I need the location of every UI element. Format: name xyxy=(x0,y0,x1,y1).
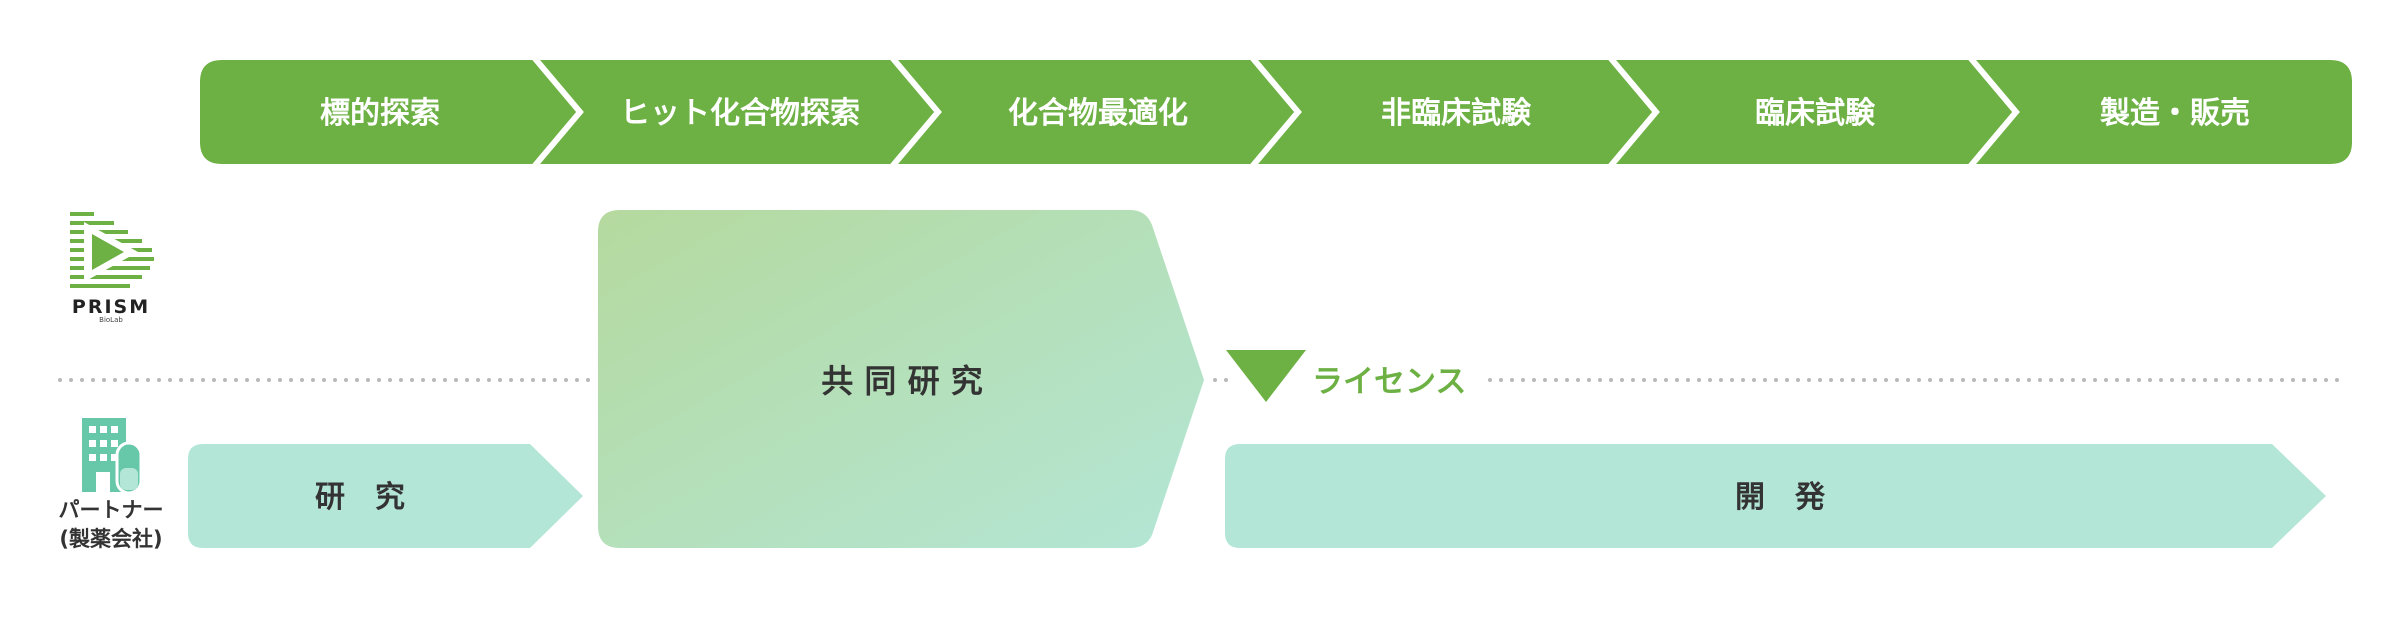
partner-building-icon xyxy=(82,418,143,495)
stage-label-clinical: 臨床試験 xyxy=(1755,96,1876,131)
development-label: 開 発 xyxy=(1735,480,1826,515)
stage-separator xyxy=(529,53,584,171)
license-label: ライセンス xyxy=(1312,364,1466,400)
stage-label-nonclinical: 非臨床試験 xyxy=(1381,96,1532,131)
partner-label-line2: (製薬会社) xyxy=(59,527,162,551)
stage-label-hit-search: ヒット化合物探索 xyxy=(620,96,860,131)
development-flow: 開 発 xyxy=(1225,444,2326,548)
prism-logo: PRISM BioLab xyxy=(70,212,154,324)
joint-research-flow: 共 同 研 究 xyxy=(598,210,1204,548)
stage-label-optimization: 化合物最適化 xyxy=(1008,96,1188,131)
stage-separator xyxy=(887,53,942,171)
partner-label-line1: パートナー xyxy=(59,498,164,522)
prism-logo-subtext: BioLab xyxy=(99,316,123,324)
stage-bar-background xyxy=(200,60,2352,164)
research-label: 研 究 xyxy=(315,480,405,515)
stage-bar: 標的探索 ヒット化合物探索 化合物最適化 非臨床試験 臨床試験 製造・販売 xyxy=(200,53,2352,171)
license-marker: ライセンス xyxy=(1226,350,1466,402)
research-arrow xyxy=(188,444,583,548)
development-arrow xyxy=(1225,444,2326,548)
stage-separator xyxy=(1247,53,1302,171)
stage-separator xyxy=(1965,53,2020,171)
research-flow: 研 究 xyxy=(188,444,583,548)
joint-research-label: 共 同 研 究 xyxy=(821,362,982,400)
stage-separator xyxy=(1605,53,1660,171)
stage-label-manufacturing-sales: 製造・販売 xyxy=(2100,96,2250,131)
prism-logo-wordmark: PRISM xyxy=(72,296,150,318)
license-triangle-icon xyxy=(1226,350,1306,402)
prism-logo-mark xyxy=(70,212,154,288)
stage-label-target-discovery: 標的探索 xyxy=(320,96,440,131)
joint-research-arrow xyxy=(598,210,1204,548)
